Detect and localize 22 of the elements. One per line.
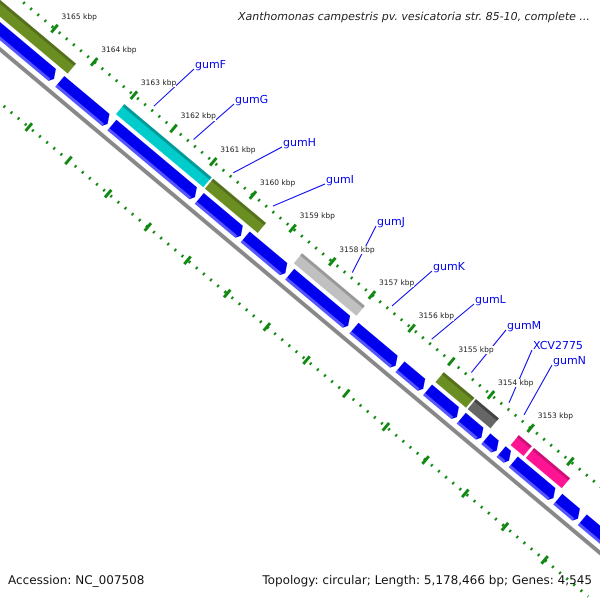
- gene-label: gumN: [553, 355, 586, 368]
- accession-text: Accession: NC_007508: [8, 574, 144, 588]
- title: Xanthomonas campestris pv. vesicatoria str. 85-10, complete ...: [238, 11, 590, 24]
- gene-label: gumF: [195, 59, 226, 72]
- gene-label: gumL: [475, 294, 506, 306]
- gene-label: gumK: [433, 261, 465, 274]
- gene-label: gumH: [283, 137, 316, 150]
- leader-line: [524, 364, 552, 416]
- leader-line: [232, 146, 282, 174]
- leader-line: [272, 184, 326, 207]
- gene-label: gumJ: [377, 216, 405, 228]
- leader-line: [431, 304, 474, 340]
- gene-label: XCV2775: [533, 340, 583, 352]
- gene-label: gumG: [235, 94, 268, 106]
- summary-text: Topology: circular; Length: 5,178,466 bp; Genes: 4,545: [262, 574, 592, 588]
- leader-line: [352, 226, 376, 274]
- leader-line: [153, 68, 194, 107]
- leader-line: [193, 104, 234, 140]
- gene-label: gumM: [507, 320, 542, 332]
- leader-line: [508, 350, 532, 404]
- gene-label: gumI: [326, 174, 354, 186]
- leader-line: [391, 270, 432, 306]
